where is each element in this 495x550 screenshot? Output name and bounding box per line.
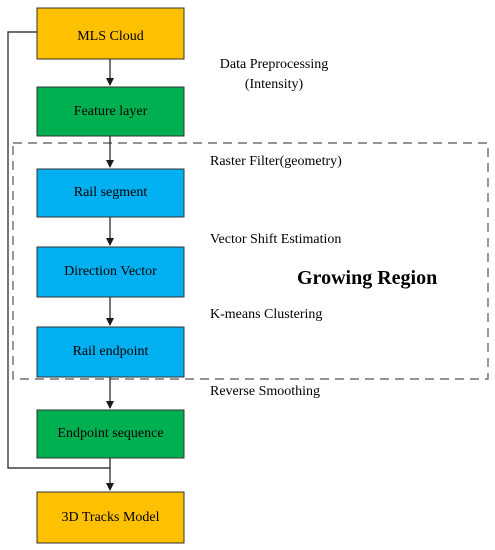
bypass-connector: [7, 31, 110, 469]
label-raster-filter: Raster Filter(geometry): [210, 154, 342, 169]
node-mls-cloud: MLS Cloud: [36, 7, 185, 60]
growing-region-title: Growing Region: [297, 267, 437, 289]
node-feature-layer-label: Feature layer: [74, 104, 148, 119]
growing-region-boundary: [12, 142, 489, 380]
node-rail-segment-label: Rail segment: [74, 185, 148, 200]
label-vector-shift: Vector Shift Estimation: [210, 232, 341, 247]
label-data-preprocessing: Data Preprocessing: [220, 57, 328, 72]
node-direction-vector-label: Direction Vector: [64, 264, 157, 279]
label-intensity: (Intensity): [245, 77, 304, 92]
node-3d-tracks-model-label: 3D Tracks Model: [61, 510, 159, 525]
node-direction-vector: Direction Vector: [36, 246, 185, 298]
node-3d-tracks-model: 3D Tracks Model: [36, 491, 185, 544]
node-rail-endpoint: Rail endpoint: [36, 326, 185, 378]
node-endpoint-sequence: Endpoint sequence: [36, 409, 185, 459]
node-endpoint-sequence-label: Endpoint sequence: [57, 426, 163, 441]
label-kmeans: K-means Clustering: [210, 307, 322, 322]
label-reverse-smoothing: Reverse Smoothing: [210, 384, 320, 399]
node-rail-endpoint-label: Rail endpoint: [73, 344, 149, 359]
node-feature-layer: Feature layer: [36, 86, 185, 137]
node-mls-cloud-label: MLS Cloud: [77, 29, 144, 44]
node-rail-segment: Rail segment: [36, 168, 185, 218]
